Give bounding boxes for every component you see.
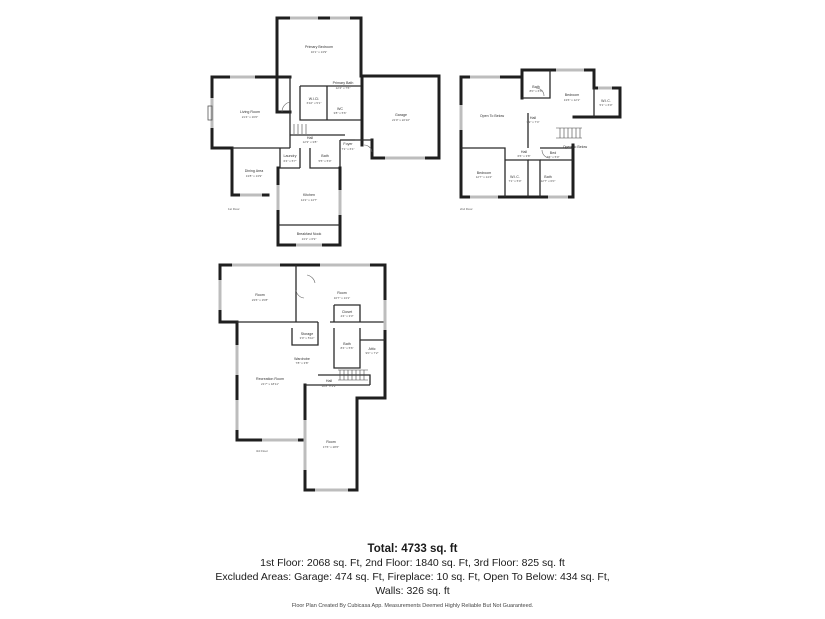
room-dimensions: 3'8" x 5'6" (333, 111, 346, 115)
room-dimensions: 6'6" x 3'8" (517, 154, 530, 158)
room-dimensions: 13'1" x 6'9" (302, 237, 317, 241)
room-name: W.I.C. (601, 99, 611, 103)
room-name: Closet (342, 310, 352, 314)
room-dimensions: 6'4" x 5'7" (283, 159, 296, 163)
room-name: Open To Below (563, 145, 588, 149)
room-name: Bath (321, 154, 328, 158)
room-name: WC (337, 107, 343, 111)
floor-label: 3rd Floor (256, 449, 268, 453)
total-area: Total: 4733 sq. ft (367, 543, 458, 555)
room-name: Wardrobe (294, 357, 310, 361)
room-name: Hall (521, 150, 527, 154)
room-name: Living Room (240, 110, 260, 114)
room-dimensions: 10'8" x 3'9" (322, 384, 337, 388)
room-name: Open To Below (480, 114, 505, 118)
excluded-areas: Excluded Areas: Garage: 474 sq. Ft, Fire… (215, 571, 610, 583)
room-name: Hall (307, 136, 313, 140)
room-name: Bed (550, 151, 556, 155)
room-name: Bath (532, 85, 539, 89)
room-dimensions: 13'8" x 13'9" (246, 174, 262, 178)
room-dimensions: 21'4" x 16'0" (242, 115, 258, 119)
walls-area: Walls: 326 sq. ft (375, 585, 450, 597)
room-name: Room (255, 293, 265, 297)
room-name: Laundry (284, 154, 297, 158)
room-dimensions: 13'6" x 12'1" (564, 98, 580, 102)
room-name: Dining Area (245, 169, 264, 173)
room-dimensions: 12'7" x 6'0" (541, 179, 556, 183)
first-floor-plan: Primary Bedroom 16'1" x 13'9" Primary Ba… (207, 16, 441, 247)
room-name: Foyer (343, 142, 353, 146)
room-dimensions: 7'1" x 6'1" (341, 147, 354, 151)
room-dimensions: 16'1" x 13'9" (311, 50, 327, 54)
room-dimensions: 16'7" x 13'1" (334, 296, 350, 300)
room-name: Primary Bath (333, 81, 354, 85)
room-dimensions: 12'4" x 7'6" (336, 86, 351, 90)
floor-label: 1st Floor (228, 207, 240, 211)
room-name: Kitchen (303, 193, 315, 197)
room-dimensions: 4'4" x 3'3" (340, 314, 353, 318)
room-dimensions: 3'9" x 7'4" (526, 120, 539, 124)
room-dimensions: 12'3" x 3'8" (303, 140, 318, 144)
room-name: Recreation Room (256, 377, 284, 381)
floor-label: 2nd Floor (460, 207, 473, 211)
disclaimer: Floor Plan Created By Cubicasa App. Meas… (291, 603, 534, 609)
room-dimensions: 7'1" x 5'0" (508, 179, 521, 183)
room-dimensions: 9'0" x 7'2" (365, 351, 378, 355)
room-dimensions: 8'0" x 6'6" (529, 89, 542, 93)
room-dimensions: 7'6" x 5'0" (546, 155, 559, 159)
room-dimensions: 7'8" x 3'8" (295, 361, 308, 365)
room-name: Room (326, 440, 336, 444)
area-summary: Total: 4733 sq. ft 1st Floor: 2068 sq. F… (0, 542, 825, 609)
room-name: Hall (530, 116, 536, 120)
room-dimensions: 5'1" x 6'0" (599, 103, 612, 107)
room-name: Garage (395, 113, 407, 117)
room-name: Bedroom (565, 93, 580, 97)
room-name: Hall (326, 379, 332, 383)
room-dimensions: 17'6" x 28'6" (323, 445, 339, 449)
third-floor-plan: Room 23'6" x 15'8" Room 16'7" x 13'1" Ba… (218, 263, 387, 492)
room-name: Bath (343, 342, 350, 346)
room-name: Storage (301, 332, 314, 336)
second-floor-plan: Bath 8'0" x 6'6" Bedroom 13'6" x 12'1" W… (459, 68, 622, 211)
room-dimensions: 12'7" x 14'4" (476, 175, 492, 179)
room-name: Room (337, 291, 347, 295)
floor-areas: 1st Floor: 2068 sq. Ft, 2nd Floor: 1840 … (260, 557, 565, 569)
room-name: Attic (369, 347, 376, 351)
room-dimensions: 5'5" x 5'0" (318, 159, 331, 163)
room-dimensions: 14'2" x 14'7" (301, 198, 317, 202)
room-name: Primary Bedroom (305, 45, 333, 49)
room-dimensions: 3'0" x 5'10" (300, 336, 315, 340)
room-dimensions: 6'10" x 5'1" (307, 101, 322, 105)
room-name: Bath (544, 175, 551, 179)
room-name: W.I.C. (510, 175, 520, 179)
room-dimensions: 21'7" x 18'11" (261, 382, 279, 386)
floor-plan-drawing: Primary Bedroom 16'1" x 13'9" Primary Ba… (207, 16, 622, 492)
room-dimensions: 8'4" x 5'6" (340, 346, 353, 350)
room-dimensions: 23'6" x 15'8" (252, 298, 268, 302)
room-name: W.I.Cl. (309, 97, 320, 101)
room-name: Bedroom (477, 171, 492, 175)
room-dimensions: 21'0" x 22'10" (392, 118, 410, 122)
room-name: Breakfast Nook (297, 232, 322, 236)
